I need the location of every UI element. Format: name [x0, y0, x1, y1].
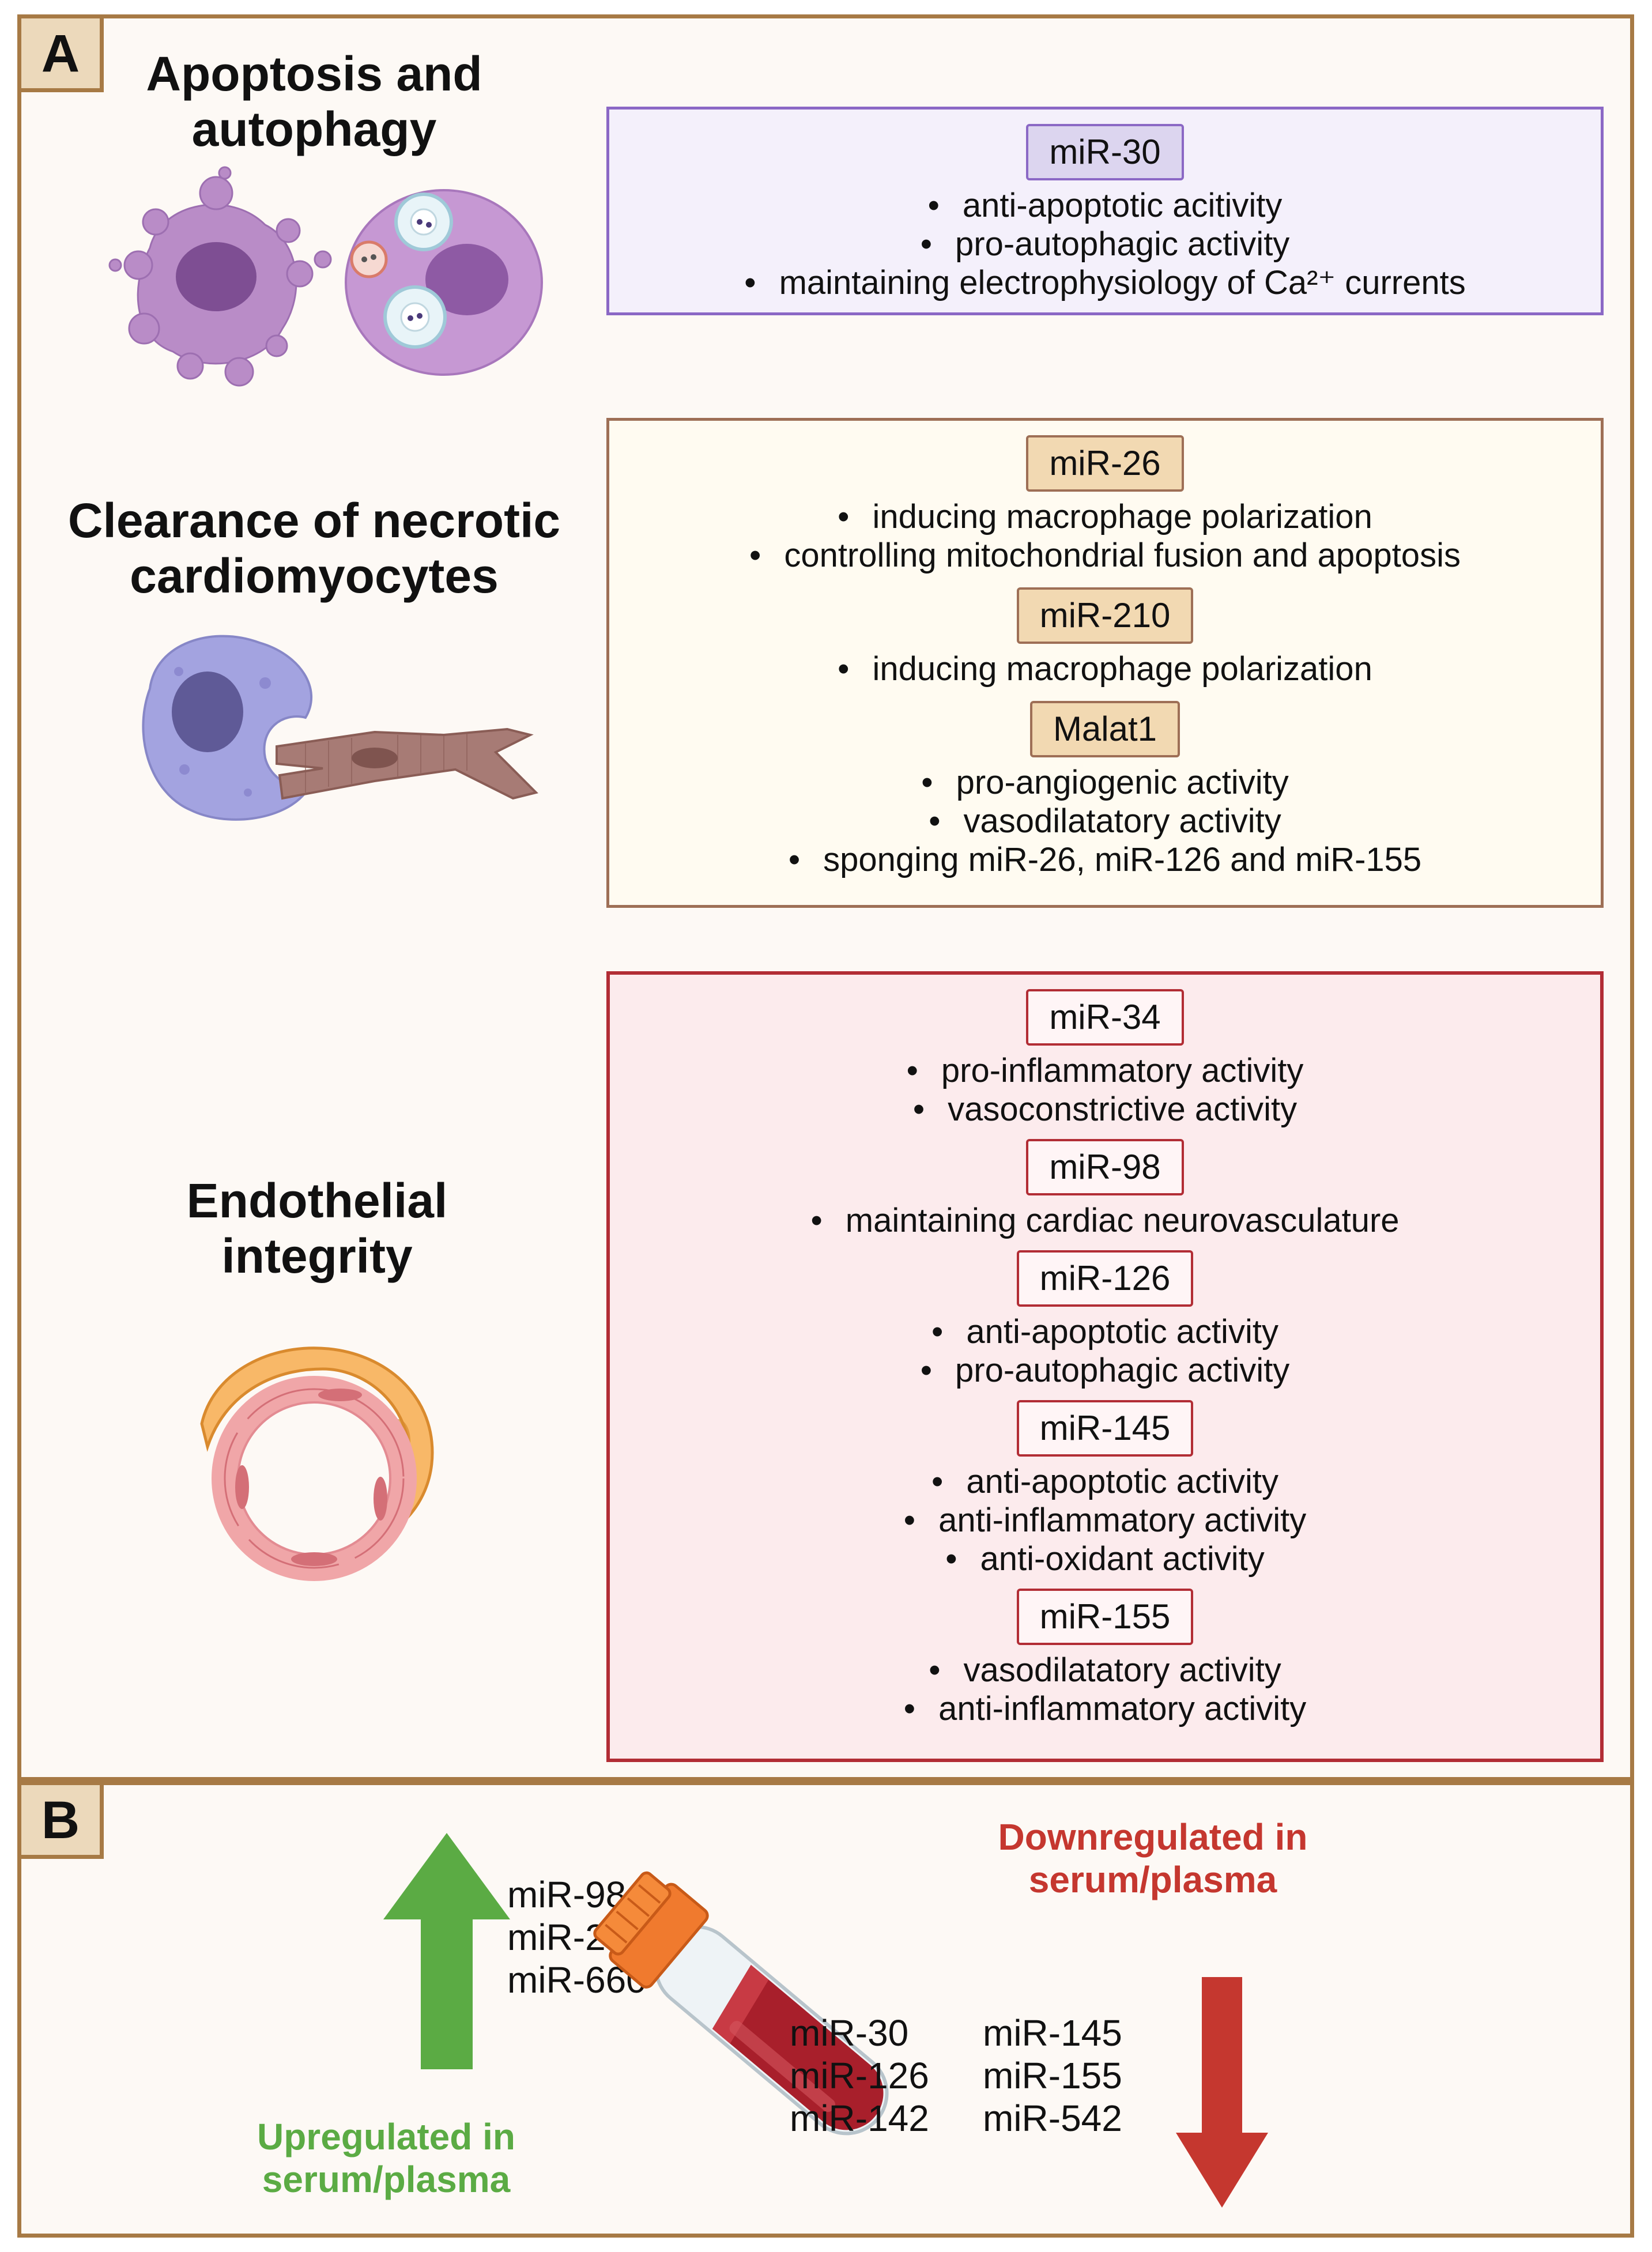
bullet-item: vasoconstrictive activity	[907, 1090, 1304, 1129]
bullet-item: maintaining cardiac neurovasculature	[810, 1201, 1400, 1240]
bullet-list: pro-inflammatory activity vasoconstricti…	[907, 1051, 1304, 1129]
bullet-list: inducing macrophage polarization	[838, 650, 1372, 688]
mirna-item: miR-30	[790, 2012, 909, 2054]
blood-vessel-cross-section-icon	[200, 1346, 434, 1581]
panel-b	[17, 1781, 1634, 2238]
section-title-endothelial: Endothelial integrity	[186, 1174, 448, 1283]
info-box-clearance: miR-26 inducing macrophage polarization …	[606, 418, 1604, 908]
arrow-down-icon	[1176, 1977, 1268, 2208]
bullet-item: pro-autophagic activity	[921, 1351, 1289, 1390]
tag-mir-145: miR-145	[1016, 1400, 1194, 1457]
bullet-item: maintaining electrophysiology of Ca²⁺ cu…	[744, 263, 1466, 302]
downregulated-label: Downregulated in serum/plasma	[998, 1816, 1308, 1900]
bullet-item: sponging miR-26, miR-126 and miR-155	[789, 840, 1421, 879]
mirna-item: miR-145	[983, 2012, 1122, 2054]
mirna-item: miR-542	[983, 2098, 1122, 2139]
tag-mir-210: miR-210	[1016, 587, 1194, 644]
section-title-apoptosis: Apoptosis and autophagy	[146, 47, 482, 156]
bullet-item: inducing macrophage polarization	[749, 497, 1461, 536]
panel-a-letter: A	[17, 14, 104, 92]
bullet-item: inducing macrophage polarization	[838, 650, 1372, 688]
bullet-list: inducing macrophage polarization control…	[749, 497, 1461, 575]
bullet-item: pro-inflammatory activity	[907, 1051, 1303, 1090]
bullet-item: pro-angiogenic activity	[789, 763, 1421, 802]
downregulated-mirna-list-2: miR-145 miR-155 miR-542	[983, 2012, 1122, 2140]
tag-malat1: Malat1	[1029, 701, 1180, 757]
bullet-list: anti-apoptotic acitivity pro-autophagic …	[744, 186, 1466, 302]
upregulated-label: Upregulated in serum/plasma	[257, 2116, 516, 2200]
tag-mir-98: miR-98	[1026, 1139, 1184, 1195]
tag-mir-155: miR-155	[1016, 1589, 1194, 1645]
blood-collection-tube-icon	[593, 1871, 889, 2136]
bullet-item: anti-inflammatory activity	[904, 1501, 1306, 1540]
bullet-item: pro-autophagic activity	[744, 225, 1466, 263]
bullet-list: maintaining cardiac neurovasculature	[810, 1201, 1400, 1240]
bullet-item: controlling mitochondrial fusion and apo…	[749, 536, 1461, 575]
bullet-item: vasodilatatory activity	[789, 802, 1421, 840]
mirna-item: miR-155	[983, 2055, 1122, 2096]
bullet-list: vasodilatatory activity anti-inflammator…	[904, 1651, 1306, 1728]
bullet-list: anti-apoptotic activity anti-inflammator…	[904, 1462, 1306, 1578]
bullet-item: anti-inflammatory activity	[904, 1689, 1306, 1728]
macrophage-engulfing-cardiomyocyte-icon	[142, 635, 538, 821]
downregulated-mirna-list-1: miR-30 miR-126 miR-142	[790, 2012, 929, 2140]
tag-mir-126: miR-126	[1016, 1250, 1194, 1307]
mirna-item: miR-98	[507, 1874, 627, 1915]
apoptotic-and-autophagic-cells-icon	[108, 166, 543, 387]
tag-mir-30: miR-30	[1026, 124, 1184, 180]
info-box-endothelial: miR-34 pro-inflammatory activity vasocon…	[606, 971, 1604, 1762]
bullet-item: anti-apoptotic acitivity	[744, 186, 1466, 225]
bullet-item: anti-apoptotic activity	[904, 1462, 1306, 1501]
info-box-apoptosis: miR-30 anti-apoptotic acitivity pro-auto…	[606, 107, 1604, 315]
arrow-up-icon	[383, 1833, 510, 2069]
bullet-list: anti-apoptotic activity pro-autophagic a…	[921, 1312, 1290, 1390]
bullet-list: pro-angiogenic activity vasodilatatory a…	[789, 763, 1421, 879]
tag-mir-26: miR-26	[1026, 435, 1184, 492]
section-title-clearance: Clearance of necrotic cardiomyocytes	[67, 493, 561, 603]
mirna-item: miR-126	[790, 2055, 929, 2096]
mirna-item: miR-142	[790, 2098, 929, 2139]
bullet-item: anti-apoptotic activity	[921, 1312, 1290, 1351]
bullet-item: vasodilatatory activity	[904, 1651, 1306, 1689]
bullet-item: anti-oxidant activity	[904, 1540, 1306, 1578]
tag-mir-34: miR-34	[1026, 989, 1184, 1046]
panel-b-letter: B	[17, 1781, 104, 1859]
